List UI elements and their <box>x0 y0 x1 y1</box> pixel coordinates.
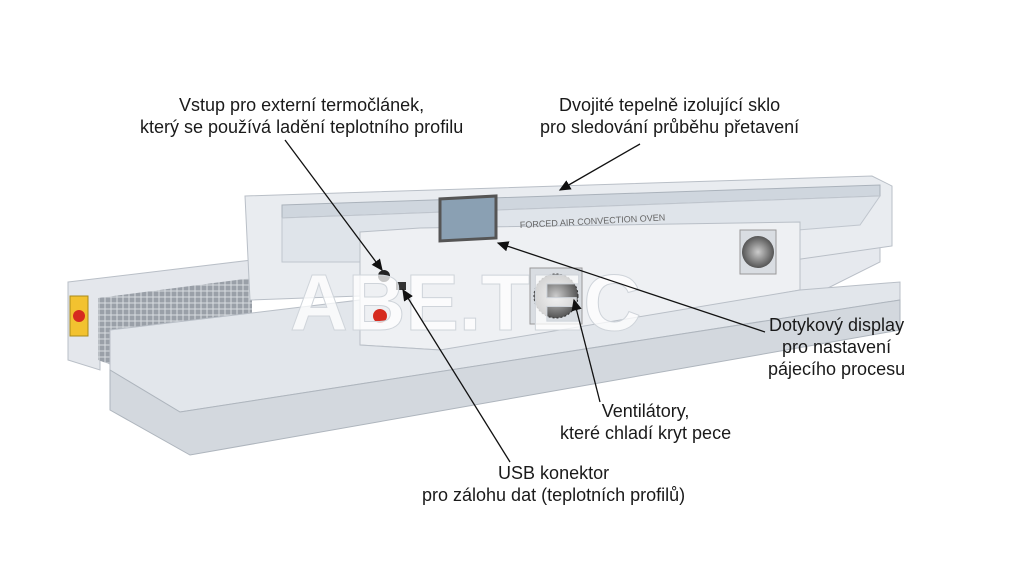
label-fans: Ventilátory, které chladí kryt pece <box>560 400 731 444</box>
arrow-fans <box>571 298 601 403</box>
label-line: USB konektor <box>498 463 610 483</box>
label-line: Dvojité tepelně izolující sklo <box>559 95 781 115</box>
cooling-fan-1 <box>529 267 583 325</box>
usb-connector <box>396 282 406 290</box>
cooling-fan-2 <box>739 229 777 275</box>
thermocouple-port <box>378 270 390 282</box>
arrow-glass <box>558 143 641 191</box>
emergency-stop <box>373 309 387 323</box>
label-line: pájecího procesu <box>768 359 906 379</box>
label-line: které chladí kryt pece <box>560 423 732 443</box>
label-thermocouple: Vstup pro externí termočlánek, který se … <box>140 94 463 138</box>
label-line: pro nastavení <box>782 337 892 357</box>
label-line: pro sledování průběhu přetavení <box>540 117 800 137</box>
label-line: Vstup pro externí termočlánek, <box>179 95 425 115</box>
arrow-display <box>496 241 766 333</box>
oven-base-front <box>109 299 901 456</box>
label-line: pro zálohu dat (teplotních profilů) <box>422 485 686 505</box>
label-line: Dotykový display <box>769 315 905 335</box>
label-display: Dotykový display pro nastavení pájecího … <box>768 314 905 380</box>
watermark: ABE.TEC <box>290 258 641 347</box>
arrow-usb <box>402 288 511 463</box>
touch-display <box>438 194 498 243</box>
label-line: který se používá ladění teplotního profi… <box>140 117 464 137</box>
label-usb: USB konektor pro zálohu dat (teplotních … <box>422 462 685 506</box>
label-line: Ventilátory, <box>601 401 690 421</box>
arrow-thermocouple <box>284 139 383 272</box>
label-glass: Dvojité tepelně izolující sklo pro sledo… <box>540 94 799 138</box>
